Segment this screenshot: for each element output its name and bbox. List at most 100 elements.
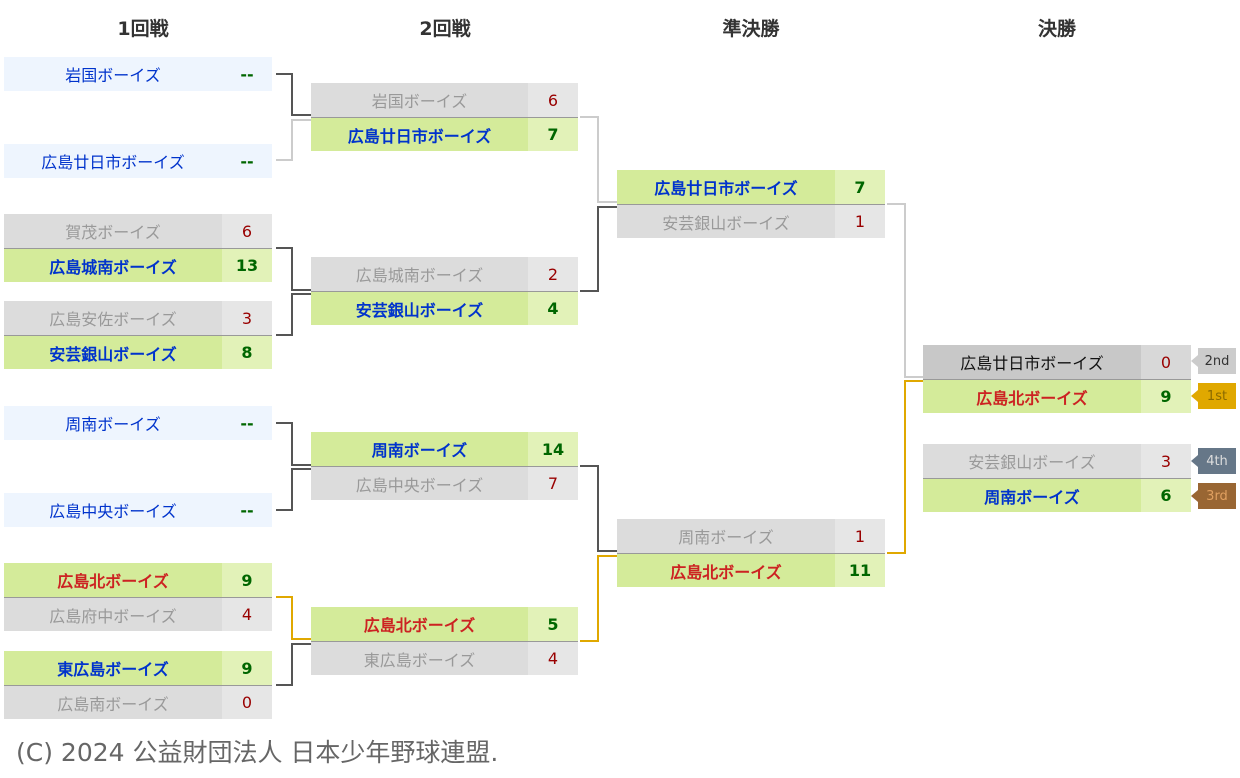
team-name[interactable]: 広島安佐ボーイズ bbox=[4, 301, 222, 335]
team-name[interactable]: 広島廿日市ボーイズ bbox=[311, 118, 528, 151]
team-score: 7 bbox=[528, 118, 578, 151]
team-score: 7 bbox=[835, 170, 885, 204]
team-name[interactable]: 岩国ボーイズ bbox=[4, 57, 222, 91]
round-header-semifinal: 準決勝 bbox=[722, 18, 780, 40]
team-score: 8 bbox=[222, 336, 272, 369]
connector-line bbox=[887, 380, 923, 554]
team-score: 11 bbox=[835, 554, 885, 587]
team-score: 0 bbox=[222, 686, 272, 719]
team-name[interactable]: 広島中央ボーイズ bbox=[4, 493, 222, 527]
team-row[interactable]: 広島中央ボーイズ-- bbox=[4, 493, 272, 527]
round-header-2: 2回戦 bbox=[419, 18, 471, 40]
team-score: 6 bbox=[1141, 479, 1191, 512]
team-row[interactable]: 周南ボーイズ-- bbox=[4, 406, 272, 440]
rank-badge-2nd: 2nd bbox=[1191, 348, 1236, 374]
team-name[interactable]: 周南ボーイズ bbox=[311, 432, 528, 466]
team-name[interactable]: 広島中央ボーイズ bbox=[311, 467, 528, 500]
connector-line bbox=[580, 465, 617, 552]
team-score: 5 bbox=[528, 607, 578, 641]
team-name[interactable]: 広島北ボーイズ bbox=[311, 607, 528, 641]
rank-badge-4th: 4th bbox=[1191, 448, 1236, 474]
rank-badge-3rd: 3rd bbox=[1191, 483, 1236, 509]
team-score: 9 bbox=[1141, 380, 1191, 413]
team-score: 3 bbox=[222, 301, 272, 335]
connector-line bbox=[580, 116, 617, 203]
team-name[interactable]: 広島廿日市ボーイズ bbox=[923, 345, 1141, 379]
connector-line bbox=[276, 119, 311, 161]
connector-line bbox=[276, 422, 311, 466]
team-score: 7 bbox=[528, 467, 578, 500]
team-name[interactable]: 広島廿日市ボーイズ bbox=[617, 170, 835, 204]
team-score: -- bbox=[222, 406, 272, 440]
team-score: 4 bbox=[528, 642, 578, 675]
team-score: 6 bbox=[222, 214, 272, 248]
connector-line bbox=[276, 596, 311, 640]
team-score: 1 bbox=[835, 205, 885, 238]
team-name[interactable]: 安芸銀山ボーイズ bbox=[617, 205, 835, 238]
team-score: 2 bbox=[528, 257, 578, 291]
team-score: 6 bbox=[528, 83, 578, 117]
team-name[interactable]: 広島北ボーイズ bbox=[923, 380, 1141, 413]
team-name[interactable]: 周南ボーイズ bbox=[4, 406, 222, 440]
team-name[interactable]: 東広島ボーイズ bbox=[311, 642, 528, 675]
connector-line bbox=[887, 203, 923, 378]
team-name[interactable]: 岩国ボーイズ bbox=[311, 83, 528, 117]
team-name[interactable]: 安芸銀山ボーイズ bbox=[4, 336, 222, 369]
team-score: -- bbox=[222, 144, 272, 178]
team-name[interactable]: 広島城南ボーイズ bbox=[4, 249, 222, 282]
team-score: 9 bbox=[222, 563, 272, 597]
team-name[interactable]: 広島北ボーイズ bbox=[617, 554, 835, 587]
team-name[interactable]: 広島府中ボーイズ bbox=[4, 598, 222, 631]
team-score: 3 bbox=[1141, 444, 1191, 478]
team-name[interactable]: 賀茂ボーイズ bbox=[4, 214, 222, 248]
team-name[interactable]: 広島廿日市ボーイズ bbox=[4, 144, 222, 178]
round-header-1: 1回戦 bbox=[117, 18, 169, 40]
team-score: 4 bbox=[528, 292, 578, 325]
rank-badge-1st: 1st bbox=[1191, 383, 1236, 409]
team-name[interactable]: 周南ボーイズ bbox=[617, 519, 835, 553]
team-score: 14 bbox=[528, 432, 578, 466]
team-row[interactable]: 岩国ボーイズ-- bbox=[4, 57, 272, 91]
team-row[interactable]: 広島廿日市ボーイズ-- bbox=[4, 144, 272, 178]
team-name[interactable]: 広島南ボーイズ bbox=[4, 686, 222, 719]
team-name[interactable]: 周南ボーイズ bbox=[923, 479, 1141, 512]
connector-line bbox=[580, 555, 617, 642]
team-name[interactable]: 安芸銀山ボーイズ bbox=[923, 444, 1141, 478]
copyright-footer: (C) 2024 公益財団法人 日本少年野球連盟. bbox=[16, 738, 499, 767]
connector-line bbox=[276, 468, 311, 511]
connector-line bbox=[276, 293, 311, 336]
team-name[interactable]: 安芸銀山ボーイズ bbox=[311, 292, 528, 325]
team-name[interactable]: 広島城南ボーイズ bbox=[311, 257, 528, 291]
team-name[interactable]: 広島北ボーイズ bbox=[4, 563, 222, 597]
team-name[interactable]: 東広島ボーイズ bbox=[4, 651, 222, 685]
team-score: -- bbox=[222, 57, 272, 91]
connector-line bbox=[276, 643, 311, 686]
connector-line bbox=[276, 247, 311, 291]
team-score: -- bbox=[222, 493, 272, 527]
